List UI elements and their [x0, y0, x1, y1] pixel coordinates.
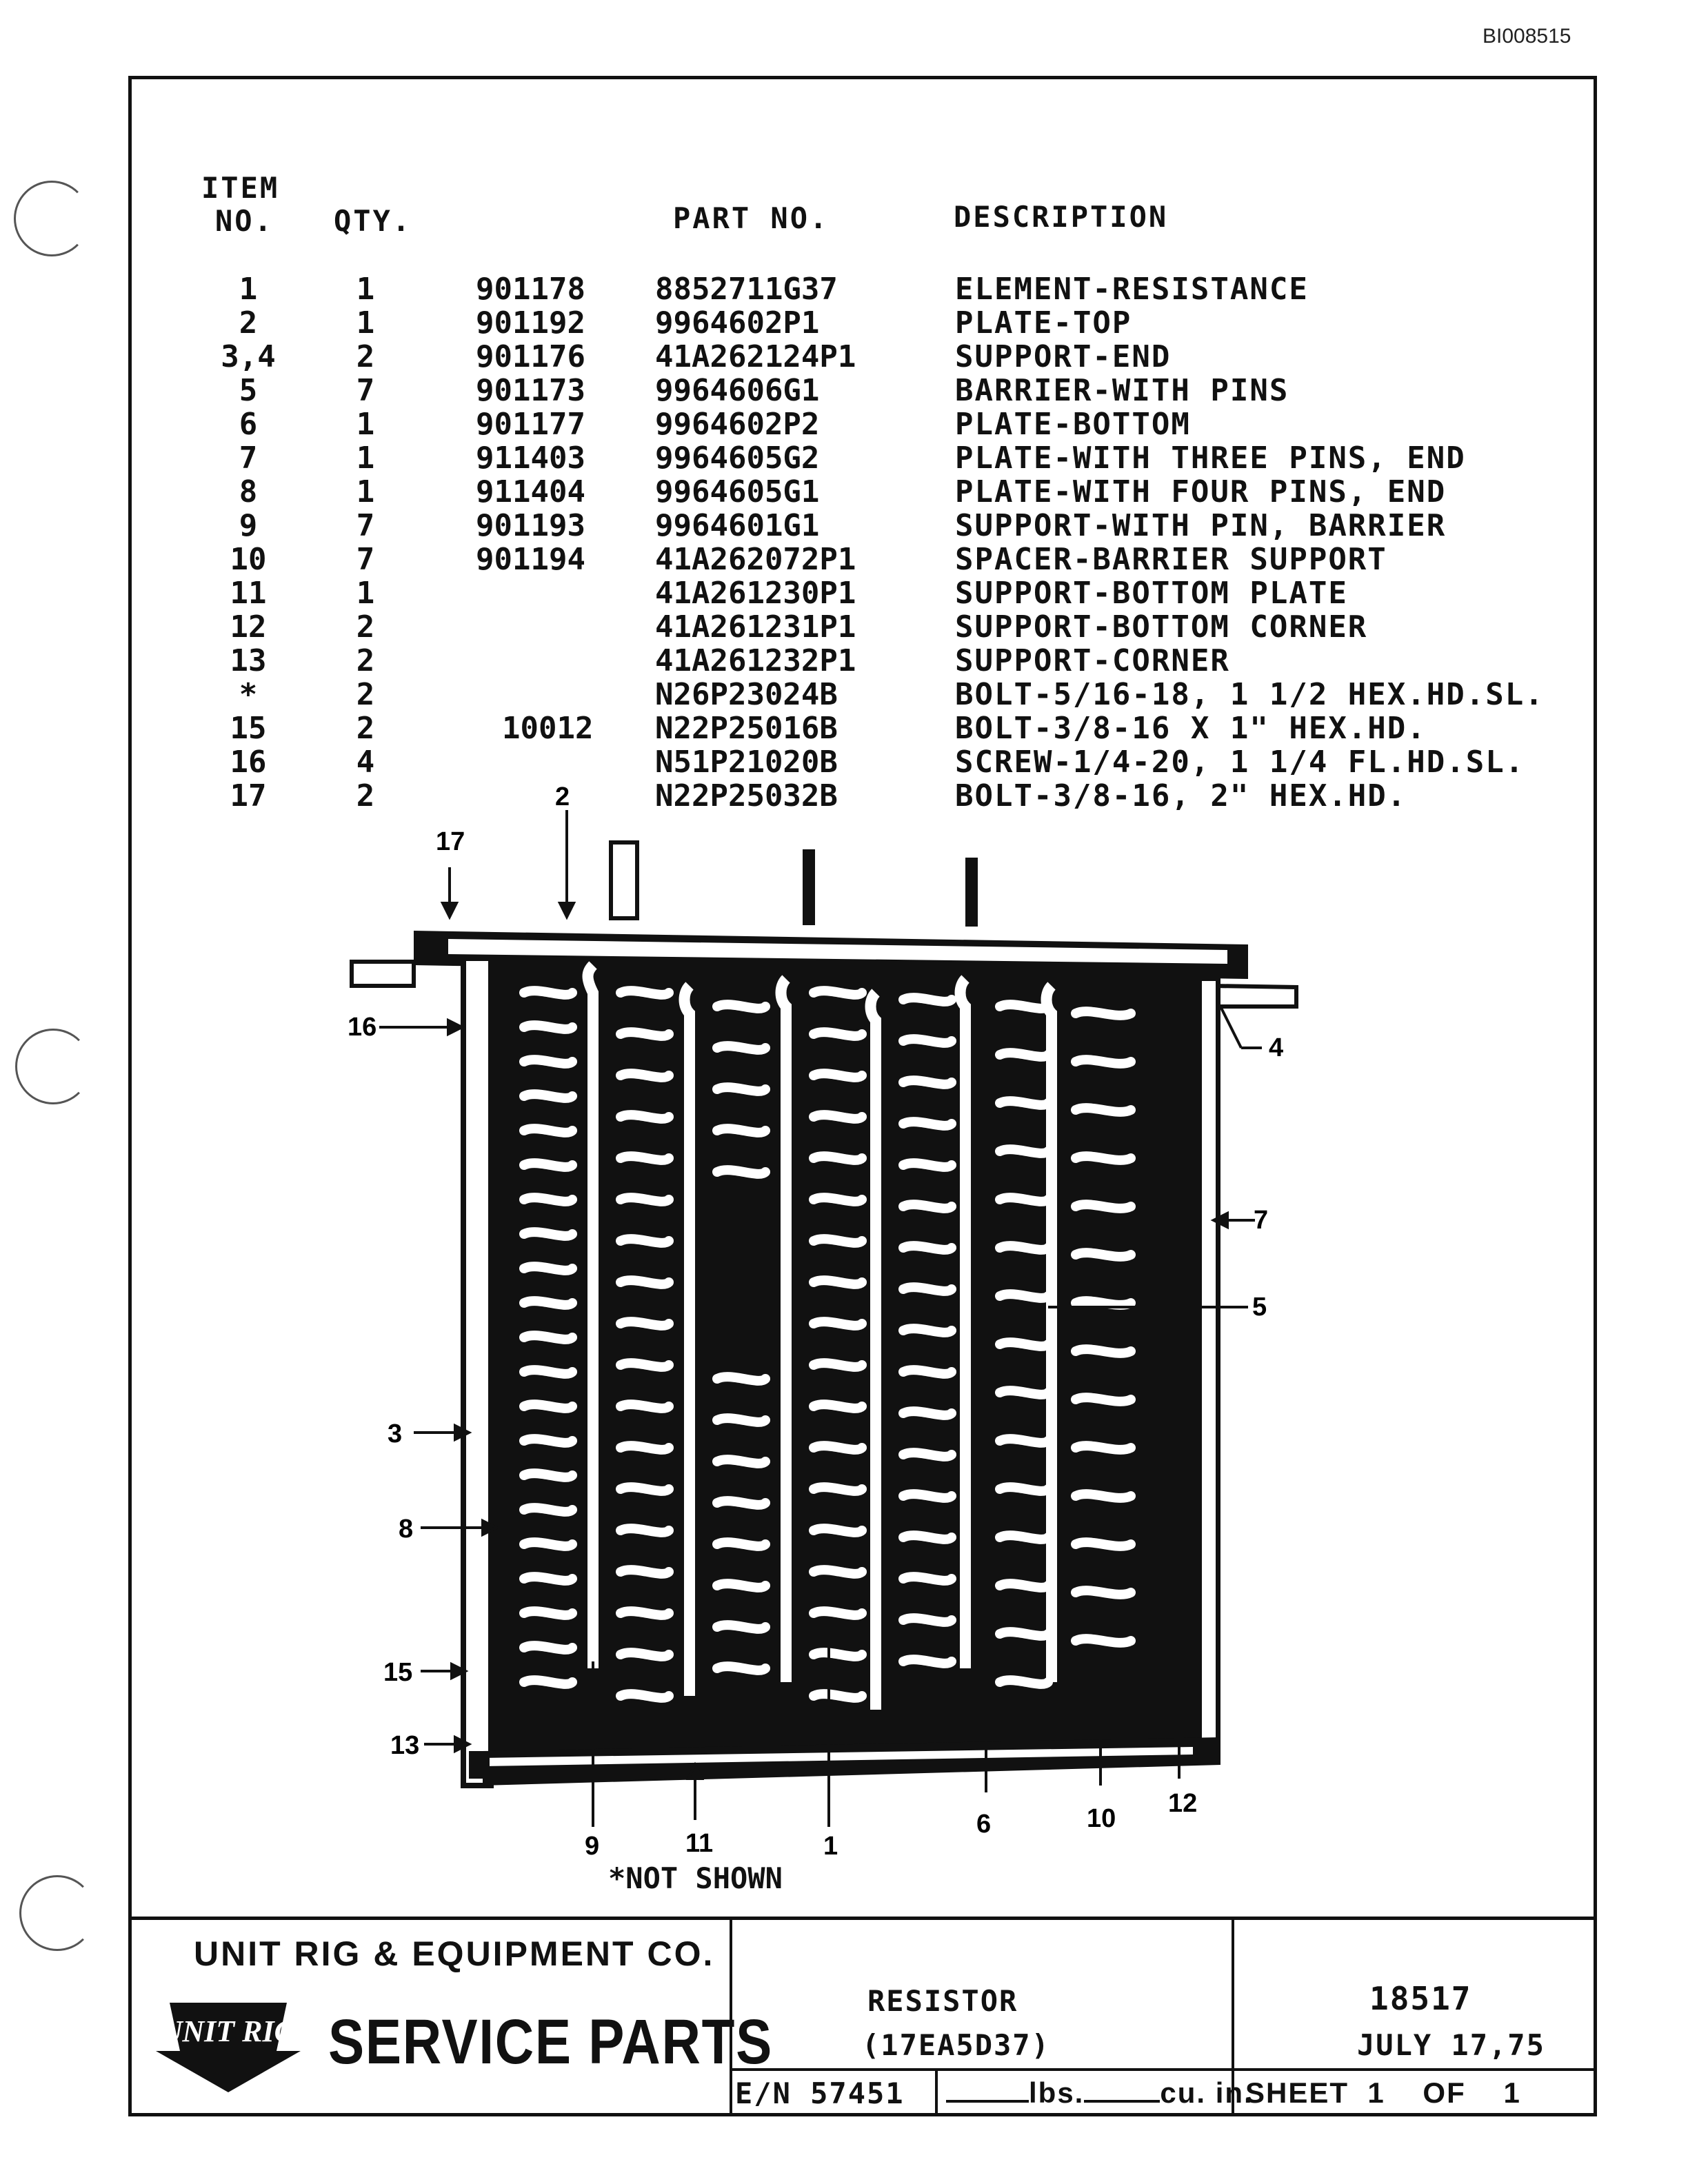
callout-3: 3	[388, 1419, 402, 1448]
callout-2: 2	[555, 782, 570, 811]
company-name: UNIT RIG & EQUIPMENT CO.	[194, 1934, 715, 1973]
callout-5: 5	[1252, 1293, 1267, 1322]
callout-10: 10	[1087, 1804, 1116, 1833]
sheet-number: SHEET 1 OF 1	[1245, 2076, 1521, 2109]
callout-13: 13	[390, 1731, 419, 1760]
binder-hole-middle	[15, 1029, 91, 1104]
binder-hole-bottom	[19, 1875, 95, 1951]
callout-12: 12	[1168, 1789, 1197, 1818]
volume-unit: cu. in.	[1160, 2076, 1254, 2109]
callout-11: 11	[685, 1829, 713, 1858]
document-id: BI008515	[1483, 25, 1571, 48]
header-qty: QTY.	[334, 204, 412, 238]
header-item-line2: NO.	[215, 204, 274, 238]
weight-unit: lbs.	[1029, 2076, 1085, 2109]
callout-8: 8	[399, 1515, 413, 1544]
service-parts-title: SERVICE PARTS	[328, 2007, 773, 2077]
callout-7: 7	[1254, 1206, 1268, 1235]
weight-field: lbs. cu. in.	[946, 2076, 1254, 2110]
drawing-date: JULY 17,75	[1357, 2028, 1545, 2062]
callout-16: 16	[348, 1013, 376, 1042]
not-shown-note: *NOT SHOWN	[608, 1861, 783, 1895]
title-block: UNIT RIG & EQUIPMENT CO. UNIT RIG SERVIC…	[128, 1917, 1597, 2116]
callout-1: 1	[823, 1832, 838, 1861]
engineering-number: E/N 57451	[735, 2076, 905, 2110]
header-item-line1: ITEM	[201, 171, 280, 205]
header-part-no: PART NO.	[673, 201, 830, 235]
callout-17: 17	[436, 827, 465, 856]
callout-4: 4	[1269, 1033, 1283, 1062]
part-title: RESISTOR	[867, 1984, 1018, 2018]
svg-text:UNIT RIG: UNIT RIG	[161, 2014, 297, 2048]
sheet-frame	[128, 76, 1597, 2116]
model-number: (17EA5D37)	[862, 2028, 1050, 2062]
callout-9: 9	[585, 1832, 599, 1861]
unit-rig-logo: UNIT RIG	[156, 2003, 301, 2092]
callout-15: 15	[383, 1658, 412, 1687]
callout-6: 6	[976, 1810, 991, 1839]
binder-hole-top	[14, 181, 90, 256]
header-description: DESCRIPTION	[954, 200, 1169, 234]
drawing-number: 18517	[1369, 1980, 1472, 2017]
